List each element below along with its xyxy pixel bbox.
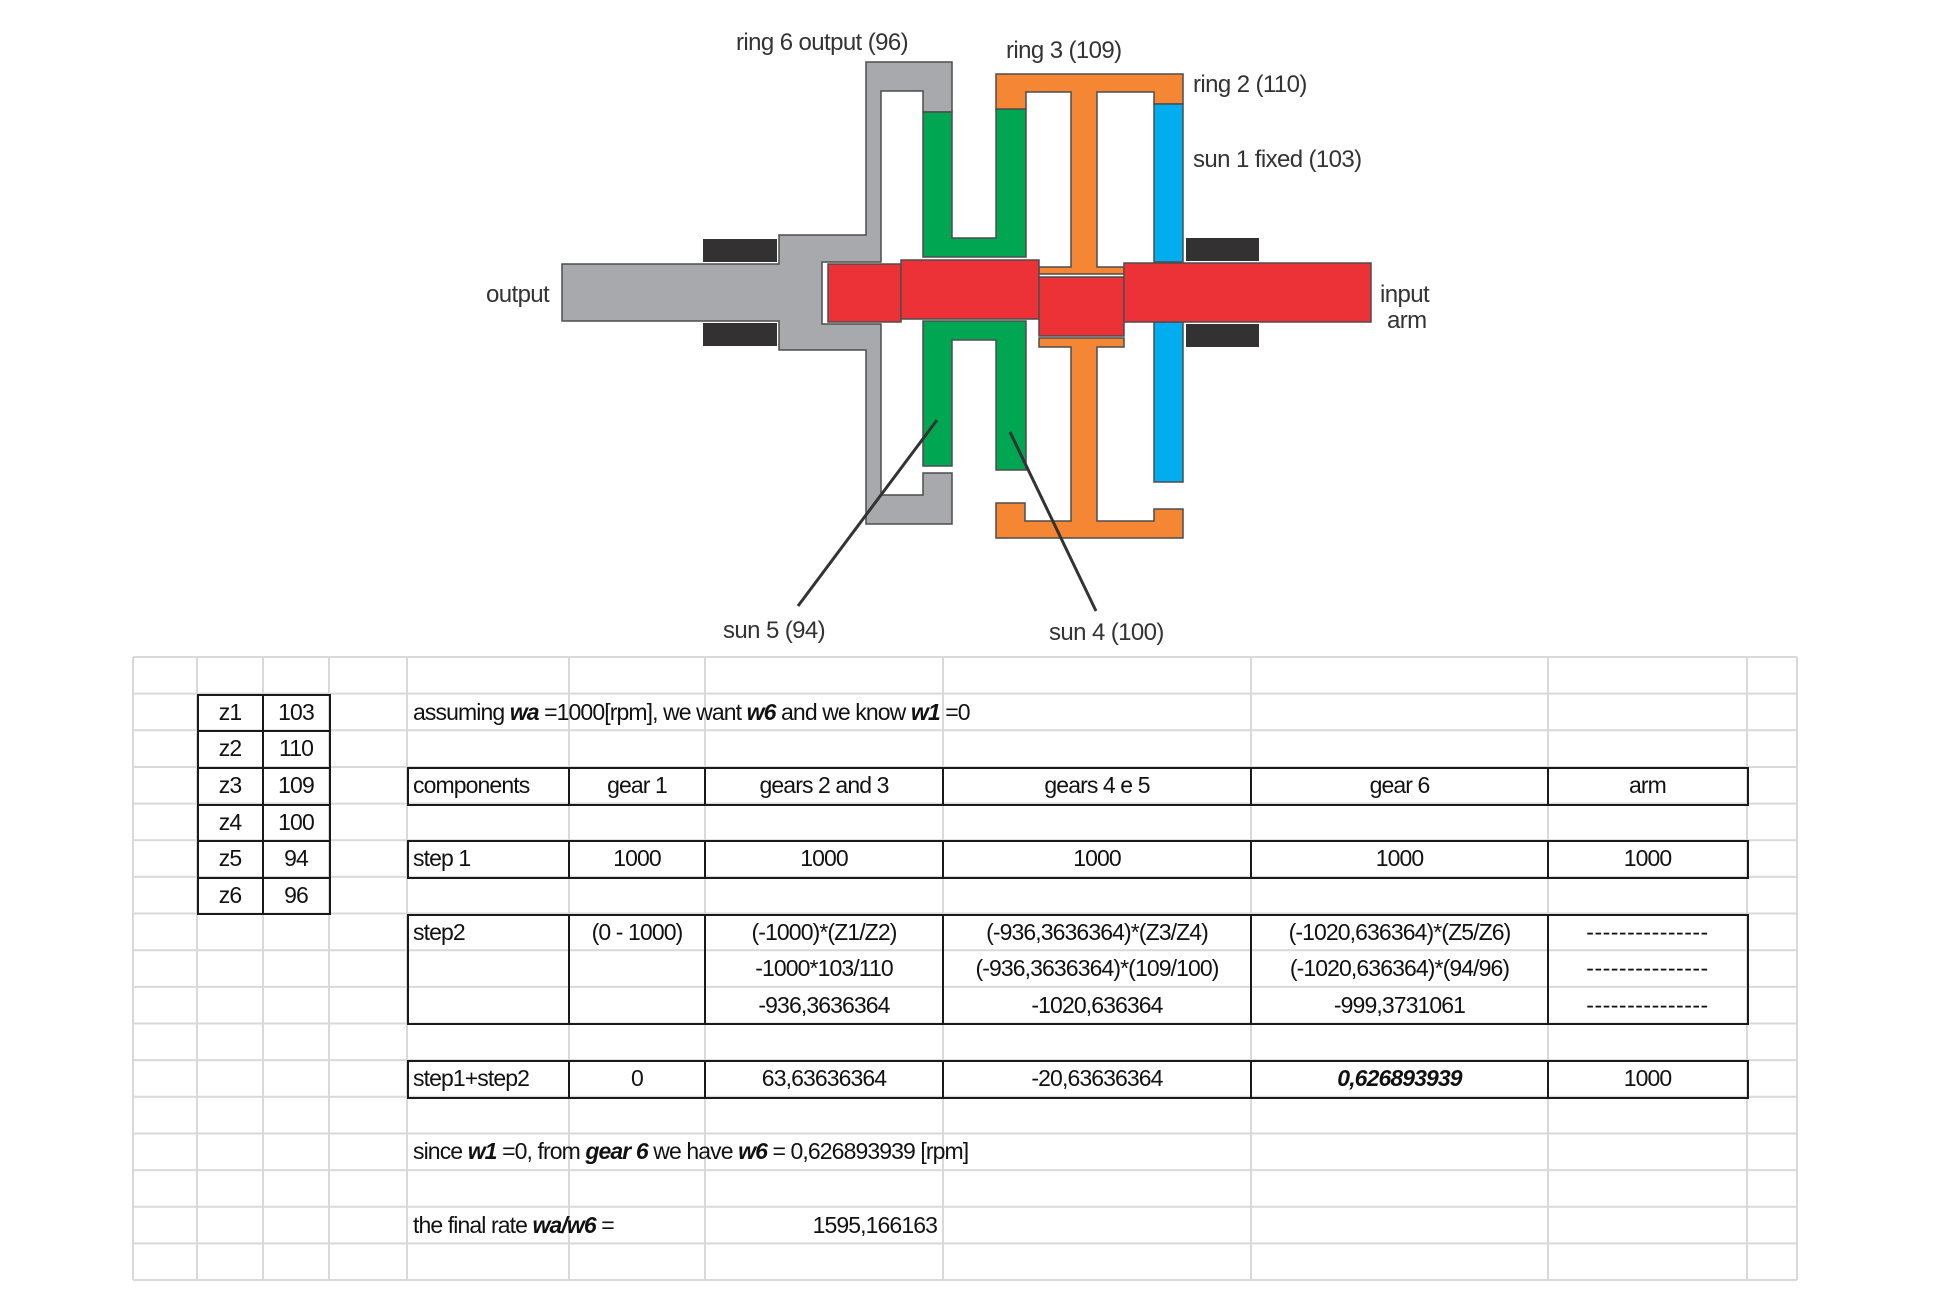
teeth-value: 110 [279, 735, 314, 762]
teeth-value: 109 [278, 771, 315, 798]
sun-1-fixed-upper [1153, 103, 1184, 263]
step1-gears-2-3: 1000 [800, 845, 848, 872]
conclusion-w1: w1 [467, 1138, 498, 1165]
header-components: components [413, 772, 530, 798]
label-sun-5: sun 5 (94) [723, 617, 825, 644]
teeth-value: 94 [284, 845, 309, 872]
sum-label: step1+step2 [413, 1065, 530, 1092]
conclusion-w6: w6 [738, 1138, 768, 1165]
bearing-right-bottom [1186, 324, 1259, 347]
teeth-name: z3 [218, 771, 242, 798]
final-rate-label: the final rate wa/w6 = [407, 1207, 615, 1244]
step1-gear-1: 1000 [613, 845, 661, 872]
step2-gears-4-5-result: -1020,636364 [1031, 991, 1163, 1018]
step1-arm: 1000 [1623, 845, 1672, 872]
teeth-value: 100 [278, 808, 315, 835]
step2-gears-4-5-substituted: (-936,3636364)*(109/100) [975, 955, 1219, 982]
label-output: output [486, 281, 550, 308]
label-input: input [1380, 281, 1430, 308]
conclusion-gear6: gear 6 [585, 1138, 648, 1165]
ring-6-output-member [561, 61, 953, 525]
conclusion-t2: =0, from [496, 1138, 586, 1165]
label-sun-1-fixed: sun 1 fixed (103) [1193, 146, 1362, 173]
sum-gear-1: 0 [631, 1065, 644, 1092]
leader-line-sun-4 [1008, 431, 1098, 612]
conclusion-t4: = 0,626893939 [rpm] [767, 1138, 969, 1165]
final-rate-ratio: wa/w6 [532, 1211, 596, 1238]
arm-red-segment-1 [827, 263, 902, 323]
assumption-text: assuming wa =1000[rpm], we want w6 and w… [407, 694, 971, 731]
final-rate-t2: = [595, 1211, 614, 1238]
symbol-w1: w1 [910, 698, 941, 725]
assumption-t4: =0 [939, 698, 970, 725]
sum-gears-4-5: -20,63636364 [1031, 1065, 1163, 1092]
step1-gears-4-5: 1000 [1073, 845, 1121, 872]
header-gear-6: gear 6 [1369, 772, 1431, 798]
planetary-gear-diagram: ring 6 output (96) ring 3 (109) ring 2 (… [486, 29, 1431, 646]
step1-label: step 1 [413, 845, 471, 872]
step2-gear-6-substituted: (-1020,636364)*(94/96) [1289, 955, 1510, 982]
teeth-name: z1 [218, 698, 242, 725]
assumption-t2: =1000[rpm], we want [538, 698, 747, 725]
step2-arm-1: --------------- [1586, 918, 1709, 945]
bearing-left-bottom [703, 323, 777, 346]
conclusion-t3: we have [647, 1138, 739, 1165]
final-rate-value: 1595,166163 [812, 1211, 938, 1238]
teeth-name: z6 [218, 881, 242, 908]
bearing-right-top [1186, 238, 1259, 261]
header-arm: arm [1629, 772, 1667, 798]
label-ring-2: ring 2 (110) [1193, 71, 1307, 98]
symbol-w6: w6 [746, 698, 777, 725]
leader-line-sun-5 [796, 419, 939, 607]
assumption-t1: assuming [413, 698, 510, 725]
sum-gear-6-highlight: 0,626893939 [1337, 1065, 1462, 1092]
conclusion-t1: since [413, 1138, 468, 1165]
teeth-value: 103 [278, 698, 315, 725]
step2-gears-2-3-result: -936,3636364 [758, 991, 890, 1018]
label-sun-4: sun 4 (100) [1049, 619, 1164, 646]
ring-3-orange-lower [995, 337, 1184, 539]
step1-gear-6: 1000 [1375, 845, 1424, 872]
teeth-name: z5 [218, 845, 242, 872]
arm-red-input-shaft [1123, 262, 1372, 323]
step2-gears-4-5-formula: (-936,3636364)*(Z3/Z4) [986, 918, 1209, 945]
symbol-wa: wa [509, 698, 540, 725]
header-gears-2-3: gears 2 and 3 [759, 772, 890, 798]
label-ring-3: ring 3 (109) [1006, 37, 1122, 64]
step2-arm-2: --------------- [1586, 955, 1709, 982]
step2-gear-6-formula: (-1020,636364)*(Z5/Z6) [1288, 918, 1512, 945]
final-rate-t1: the final rate [413, 1211, 533, 1238]
header-gear-1: gear 1 [607, 772, 668, 798]
step2-gears-2-3-substituted: -1000*103/110 [755, 955, 893, 982]
teeth-value: 96 [284, 881, 309, 908]
step2-gear-6-result: -999,3731061 [1333, 991, 1466, 1018]
teeth-name: z4 [218, 808, 242, 835]
teeth-name: z2 [218, 735, 242, 762]
arm-red-segment-2 [900, 259, 1040, 320]
label-arm: arm [1387, 307, 1427, 334]
assumption-t3: and we know [775, 698, 911, 725]
bearing-left-top [703, 239, 777, 262]
step2-gears-2-3-formula: (-1000)*(Z1/Z2) [751, 918, 898, 945]
sum-gears-2-3: 63,63636364 [761, 1065, 887, 1092]
step2-gear-1: (0 - 1000) [591, 918, 684, 945]
header-gears-4-5: gears 4 e 5 [1044, 772, 1150, 798]
planet-green-lower [922, 320, 1027, 471]
label-ring-6-output: ring 6 output (96) [736, 29, 908, 56]
step2-label: step2 [413, 918, 466, 945]
sum-arm: 1000 [1623, 1065, 1672, 1092]
step2-arm-3: --------------- [1586, 991, 1709, 1018]
conclusion-text: since w1 =0, from gear 6 we have w6 = 0,… [407, 1133, 969, 1170]
arm-red-segment-3 [1038, 276, 1125, 337]
